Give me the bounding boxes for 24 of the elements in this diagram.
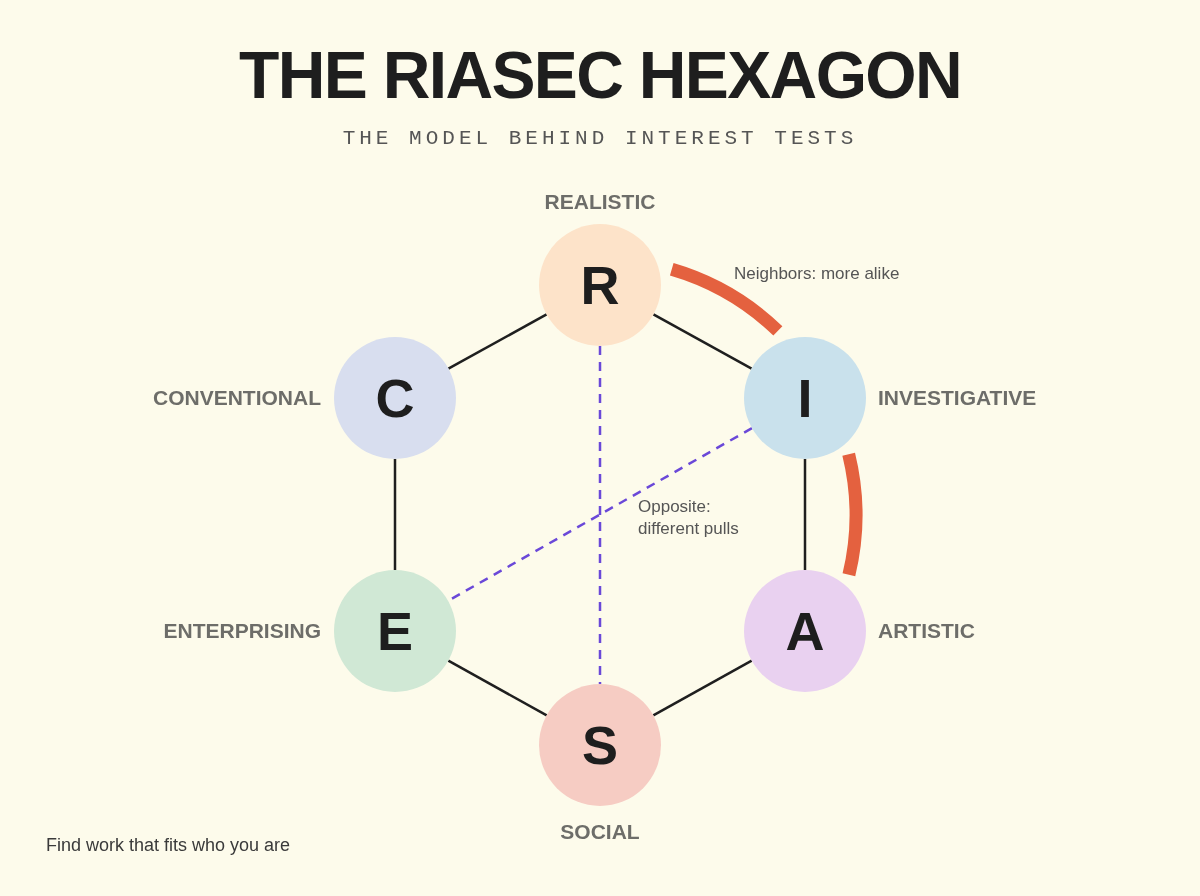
- circle-letter: I: [797, 371, 813, 425]
- connector-line: [652, 313, 753, 370]
- annotation-note: Neighbors: more alike: [734, 263, 900, 285]
- subtitle: THE MODEL BEHIND INTEREST TESTS: [342, 128, 858, 149]
- type-name-label: SOCIAL: [560, 819, 640, 845]
- circle-letter: A: [785, 604, 825, 658]
- connector-line: [652, 659, 753, 717]
- tagline: Find work that fits who you are: [46, 834, 291, 856]
- connector-line: [393, 459, 397, 570]
- title: THE RIASEC HEXAGON: [238, 42, 962, 108]
- connector-line: [447, 313, 548, 370]
- type-name-label: CONVENTIONAL: [153, 385, 321, 411]
- circle-letter: C: [375, 371, 415, 425]
- circle-letter: E: [377, 604, 413, 658]
- connector-line: [803, 459, 807, 570]
- circle-letter: S: [582, 718, 618, 772]
- connector-line: [447, 659, 548, 717]
- type-name-label: ENTERPRISING: [163, 618, 321, 644]
- annotation-note: Opposite: different pulls: [638, 496, 740, 540]
- type-name-label: INVESTIGATIVE: [878, 385, 1037, 411]
- type-name-label: ARTISTIC: [878, 618, 975, 644]
- circle-letter: R: [580, 258, 620, 312]
- dashed-connector: [598, 346, 602, 684]
- type-name-label: REALISTIC: [544, 189, 656, 215]
